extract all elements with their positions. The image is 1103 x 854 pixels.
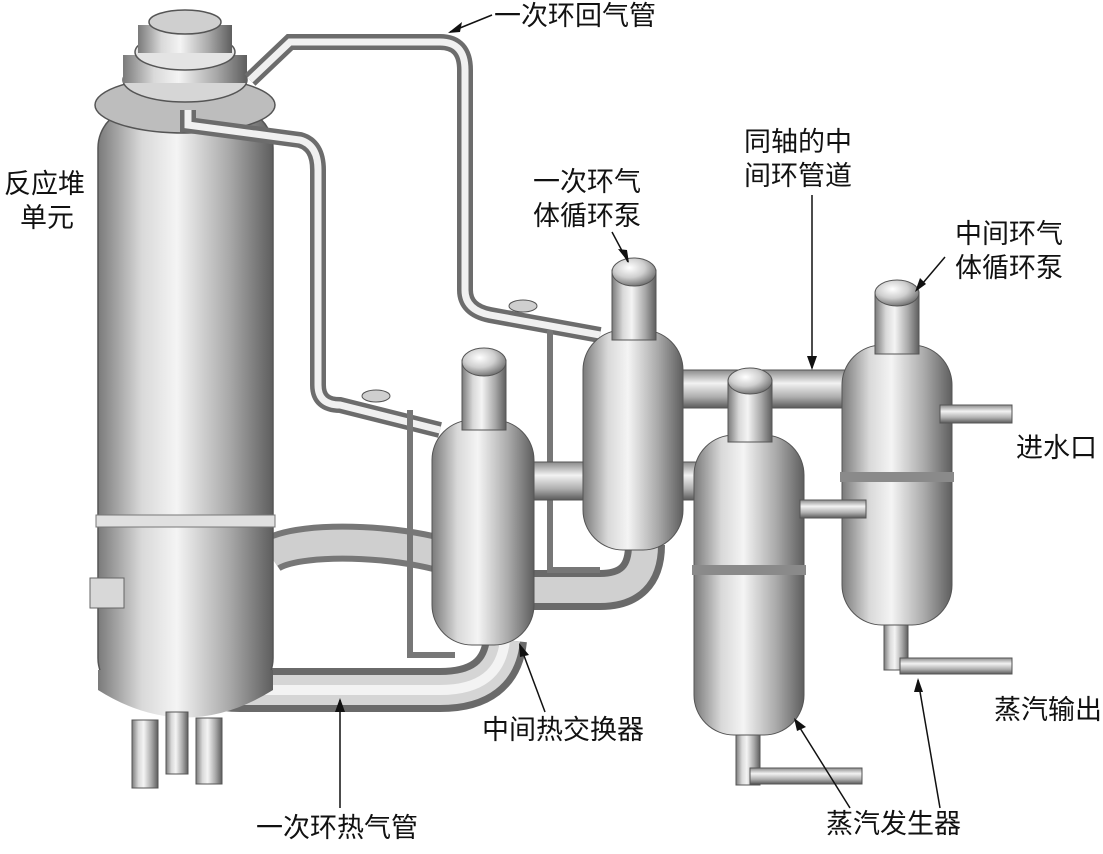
- intermediate-circulator: [840, 279, 1013, 675]
- label-primary-hot-pipe: 一次环热气管: [256, 813, 418, 844]
- label-coaxial-pipe-line1: 同轴的中: [744, 127, 852, 158]
- label-primary-circulator: 一次环气 体循环泵: [533, 166, 641, 234]
- label-intermediate-circulator-line1: 中间环气: [955, 219, 1063, 250]
- label-water-inlet: 进水口: [1016, 433, 1097, 464]
- label-intermediate-circulator: 中间环气 体循环泵: [955, 218, 1063, 286]
- label-reactor-unit: 反应堆 单元: [4, 168, 85, 236]
- reactor-vessel: [89, 9, 276, 789]
- label-reactor-unit-line1: 反应堆: [4, 169, 85, 200]
- label-coaxial-pipe: 同轴的中 间环管道: [744, 126, 852, 194]
- label-primary-circulator-line2: 体循环泵: [533, 201, 641, 232]
- label-intermediate-heat-exchanger: 中间热交换器: [482, 715, 644, 746]
- label-reactor-unit-line2: 单元: [20, 203, 74, 234]
- coaxial-intermediate-pipe: [509, 369, 861, 501]
- label-coaxial-pipe-line2: 间环管道: [744, 161, 852, 192]
- steam-generator: [692, 367, 867, 786]
- primary-return-pipe: [180, 34, 602, 658]
- label-primary-circulator-line1: 一次环气: [533, 167, 641, 198]
- leader-lines: [339, 14, 946, 809]
- primary-circulator: [582, 257, 684, 551]
- label-primary-return-pipe: 一次环回气管: [494, 1, 656, 32]
- intermediate-heat-exchanger: [431, 347, 535, 646]
- label-steam-generator: 蒸汽发生器: [826, 809, 961, 840]
- label-intermediate-circulator-line2: 体循环泵: [955, 253, 1063, 284]
- label-steam-outlet: 蒸汽输出: [994, 695, 1102, 726]
- leader-arrowheads: [335, 22, 926, 731]
